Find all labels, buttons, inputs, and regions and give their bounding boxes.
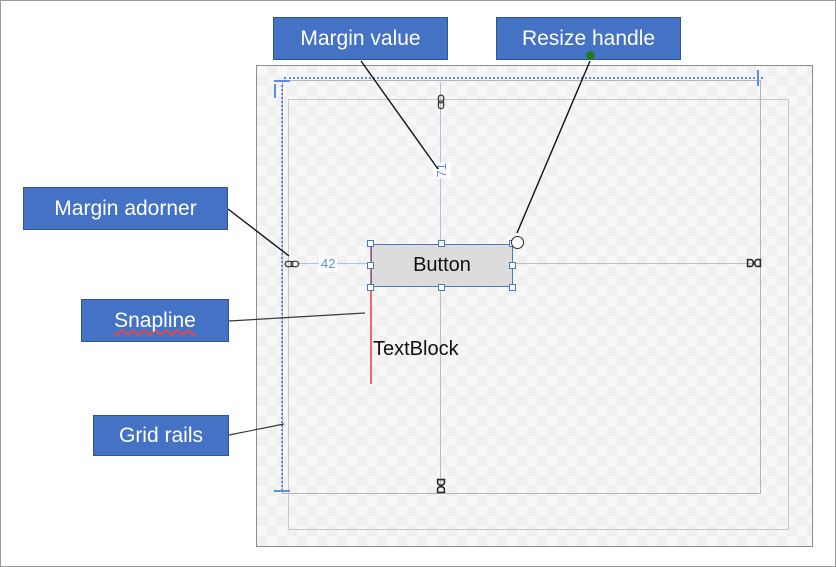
selection-handle-bottom-center[interactable] [438,284,445,291]
grid-rail-horizontal[interactable] [284,77,763,79]
green-dot-marker [586,51,595,60]
resize-handle-circle[interactable] [511,236,524,249]
margin-adorner-chain-broken-bottom[interactable] [432,477,450,495]
selection-handle-bottom-right[interactable] [509,284,516,291]
callout-snapline[interactable]: Snapline [81,299,229,342]
selection-handle-top-left[interactable] [367,240,374,247]
callout-resize-handle[interactable]: Resize handle [496,17,681,60]
grid-rail-cap-bottom [274,490,290,492]
margin-adorner-chain-linked-top[interactable] [432,93,450,111]
margin-adorner-chain-linked-left[interactable] [283,255,301,273]
selection-handle-bottom-left[interactable] [367,284,374,291]
selection-handle-middle-left[interactable] [367,262,374,269]
selection-handle-top-center[interactable] [438,240,445,247]
margin-guide-right [513,263,753,264]
grid-rail-vertical[interactable] [281,80,283,491]
grid-rail-cap-right [757,70,759,86]
design-element-textblock[interactable]: TextBlock [373,338,459,360]
grid-rail-cap-top [274,84,276,98]
margin-guide-bottom [440,288,441,488]
selection-handle-middle-right[interactable] [509,262,516,269]
callout-margin-value[interactable]: Margin value [273,17,448,60]
design-surface[interactable]: 71 42 [256,65,813,547]
snapline-red [370,244,372,384]
margin-adorner-chain-broken-right[interactable] [745,254,763,272]
grid-rail-cap-left [274,80,290,82]
callout-margin-adorner[interactable]: Margin adorner [23,187,228,230]
margin-value-left[interactable]: 42 [319,256,338,272]
root-frame-outline [288,99,789,530]
callout-grid-rails[interactable]: Grid rails [93,415,229,456]
callout-snapline-label: Snapline [114,309,196,332]
